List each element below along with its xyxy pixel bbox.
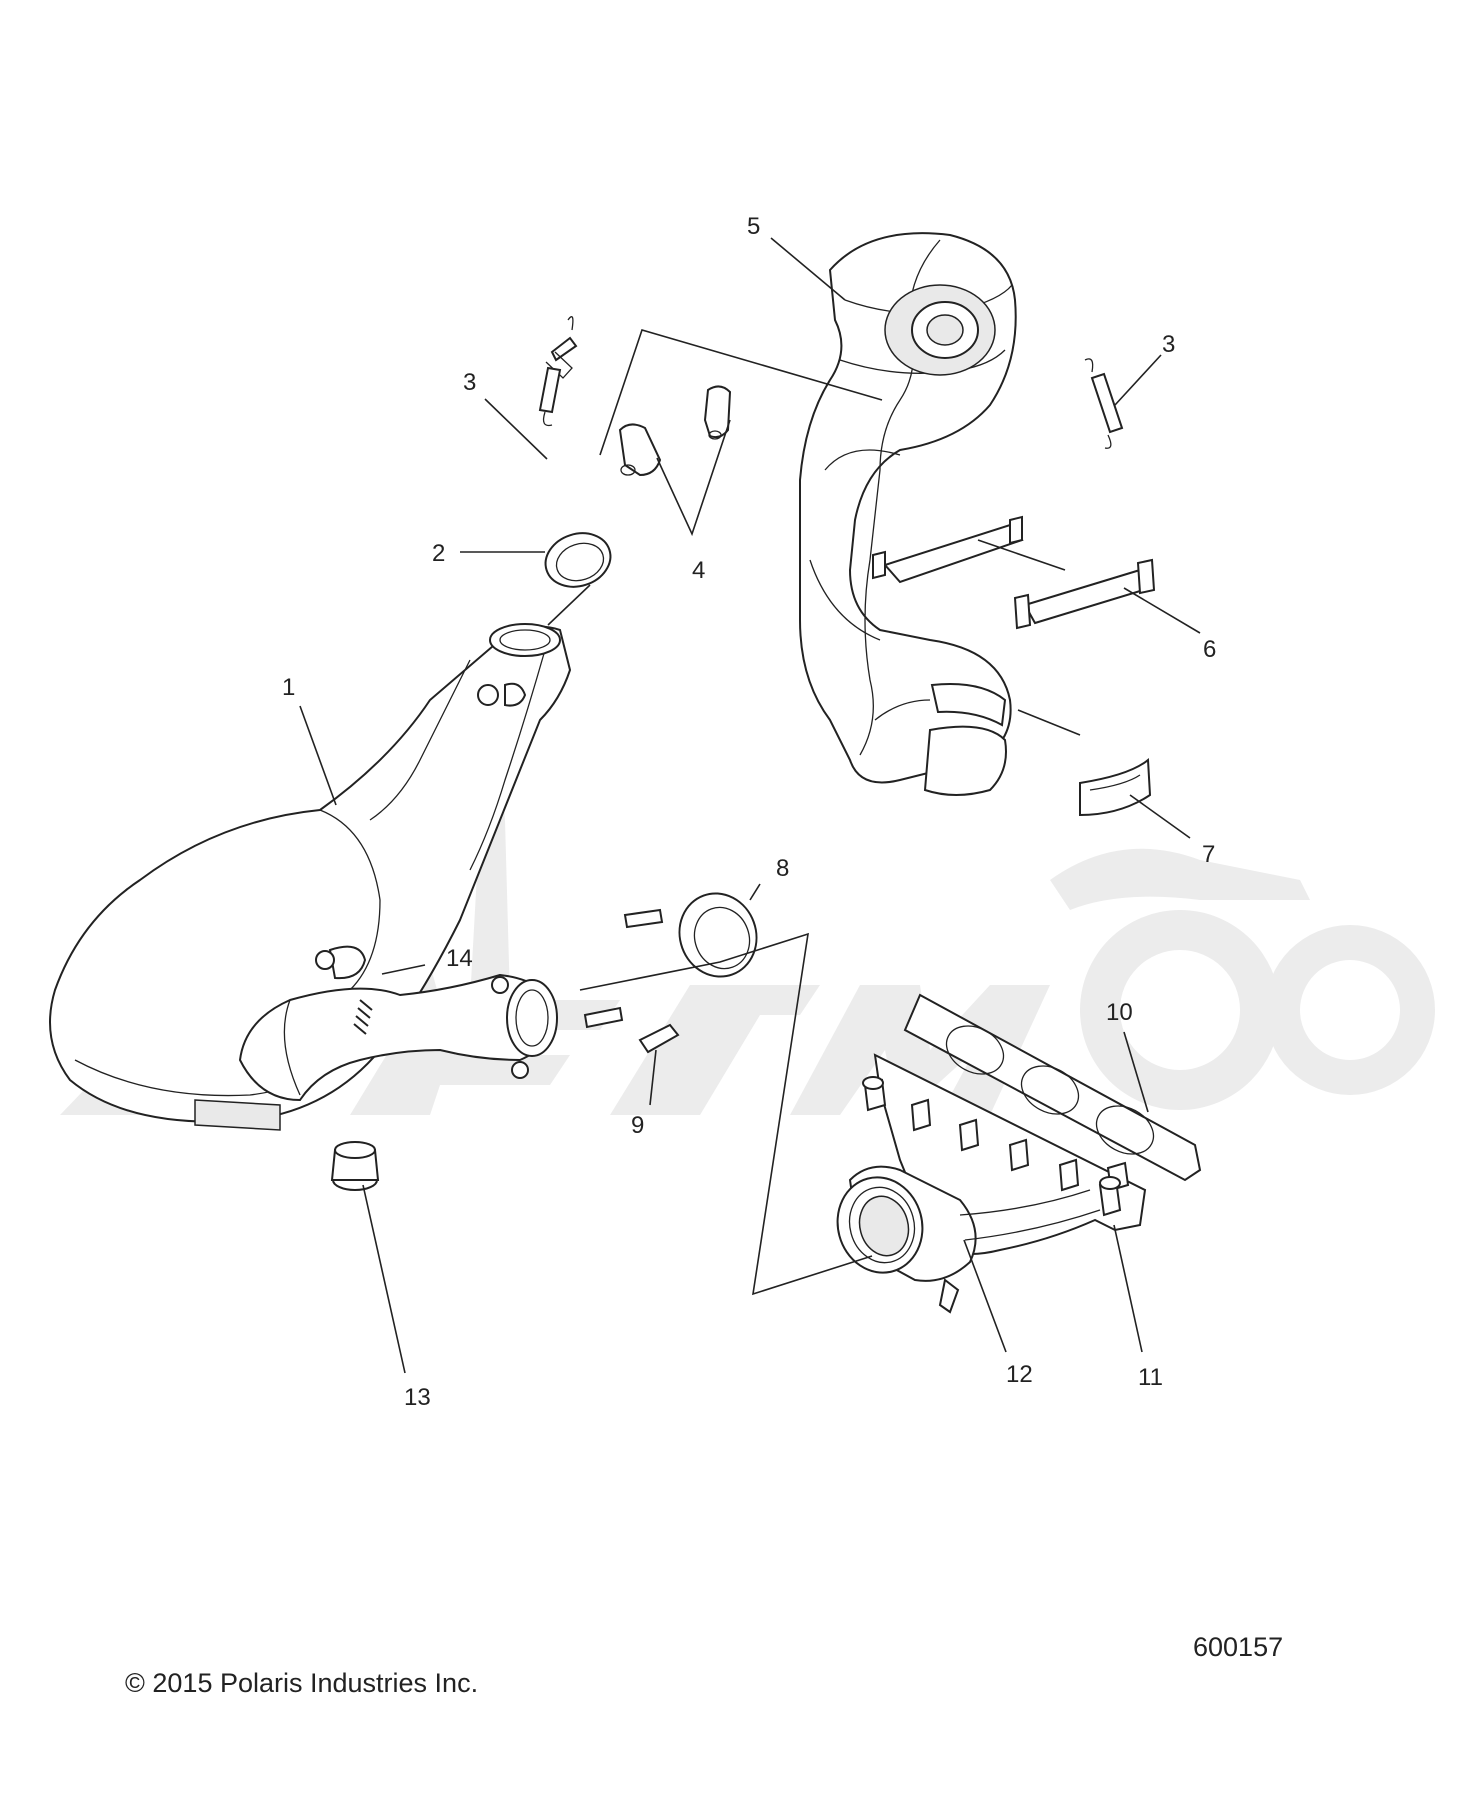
callout-7: 7 [1202, 841, 1215, 868]
callout-14: 14 [446, 945, 473, 972]
part-7-clip [930, 683, 1152, 817]
part-2-gasket [544, 532, 612, 588]
part-4-grommets [618, 385, 732, 477]
part-13-plug [330, 1141, 380, 1191]
part-6-bracket [872, 515, 1156, 630]
part-10-flange-gasket [903, 993, 1202, 1182]
drawing-number: 600157 [1193, 1632, 1284, 1662]
callout-labels: 1 2 3 3 4 5 6 7 8 9 10 11 12 13 14 [282, 213, 1216, 1411]
callout-12: 12 [1006, 1361, 1033, 1388]
part-3-spring-right [1084, 358, 1124, 449]
callout-5: 5 [747, 213, 760, 240]
leader-lines [299, 237, 1201, 1374]
part-9-springs [583, 908, 680, 1054]
part-1-muffler [49, 623, 572, 1131]
copyright-notice: © 2015 Polaris Industries Inc. [125, 1668, 479, 1698]
part-11-bolts [862, 1076, 1130, 1217]
callout-1: 1 [282, 674, 295, 701]
callout-10: 10 [1106, 999, 1133, 1026]
part-8-gasket [678, 892, 758, 978]
part-5-exhaust-pipe [799, 232, 1017, 796]
callout-8: 8 [776, 855, 789, 882]
callout-11: 11 [1138, 1364, 1163, 1391]
callout-2: 2 [432, 540, 445, 567]
callout-9: 9 [631, 1112, 644, 1139]
callout-3-right: 3 [1162, 331, 1175, 358]
callout-4: 4 [692, 557, 705, 584]
callout-6: 6 [1203, 636, 1216, 663]
callout-3-left: 3 [463, 369, 476, 396]
callout-13: 13 [404, 1384, 431, 1411]
part-3-spring-left [538, 316, 578, 427]
part-14-bend-pipe [238, 950, 558, 1102]
